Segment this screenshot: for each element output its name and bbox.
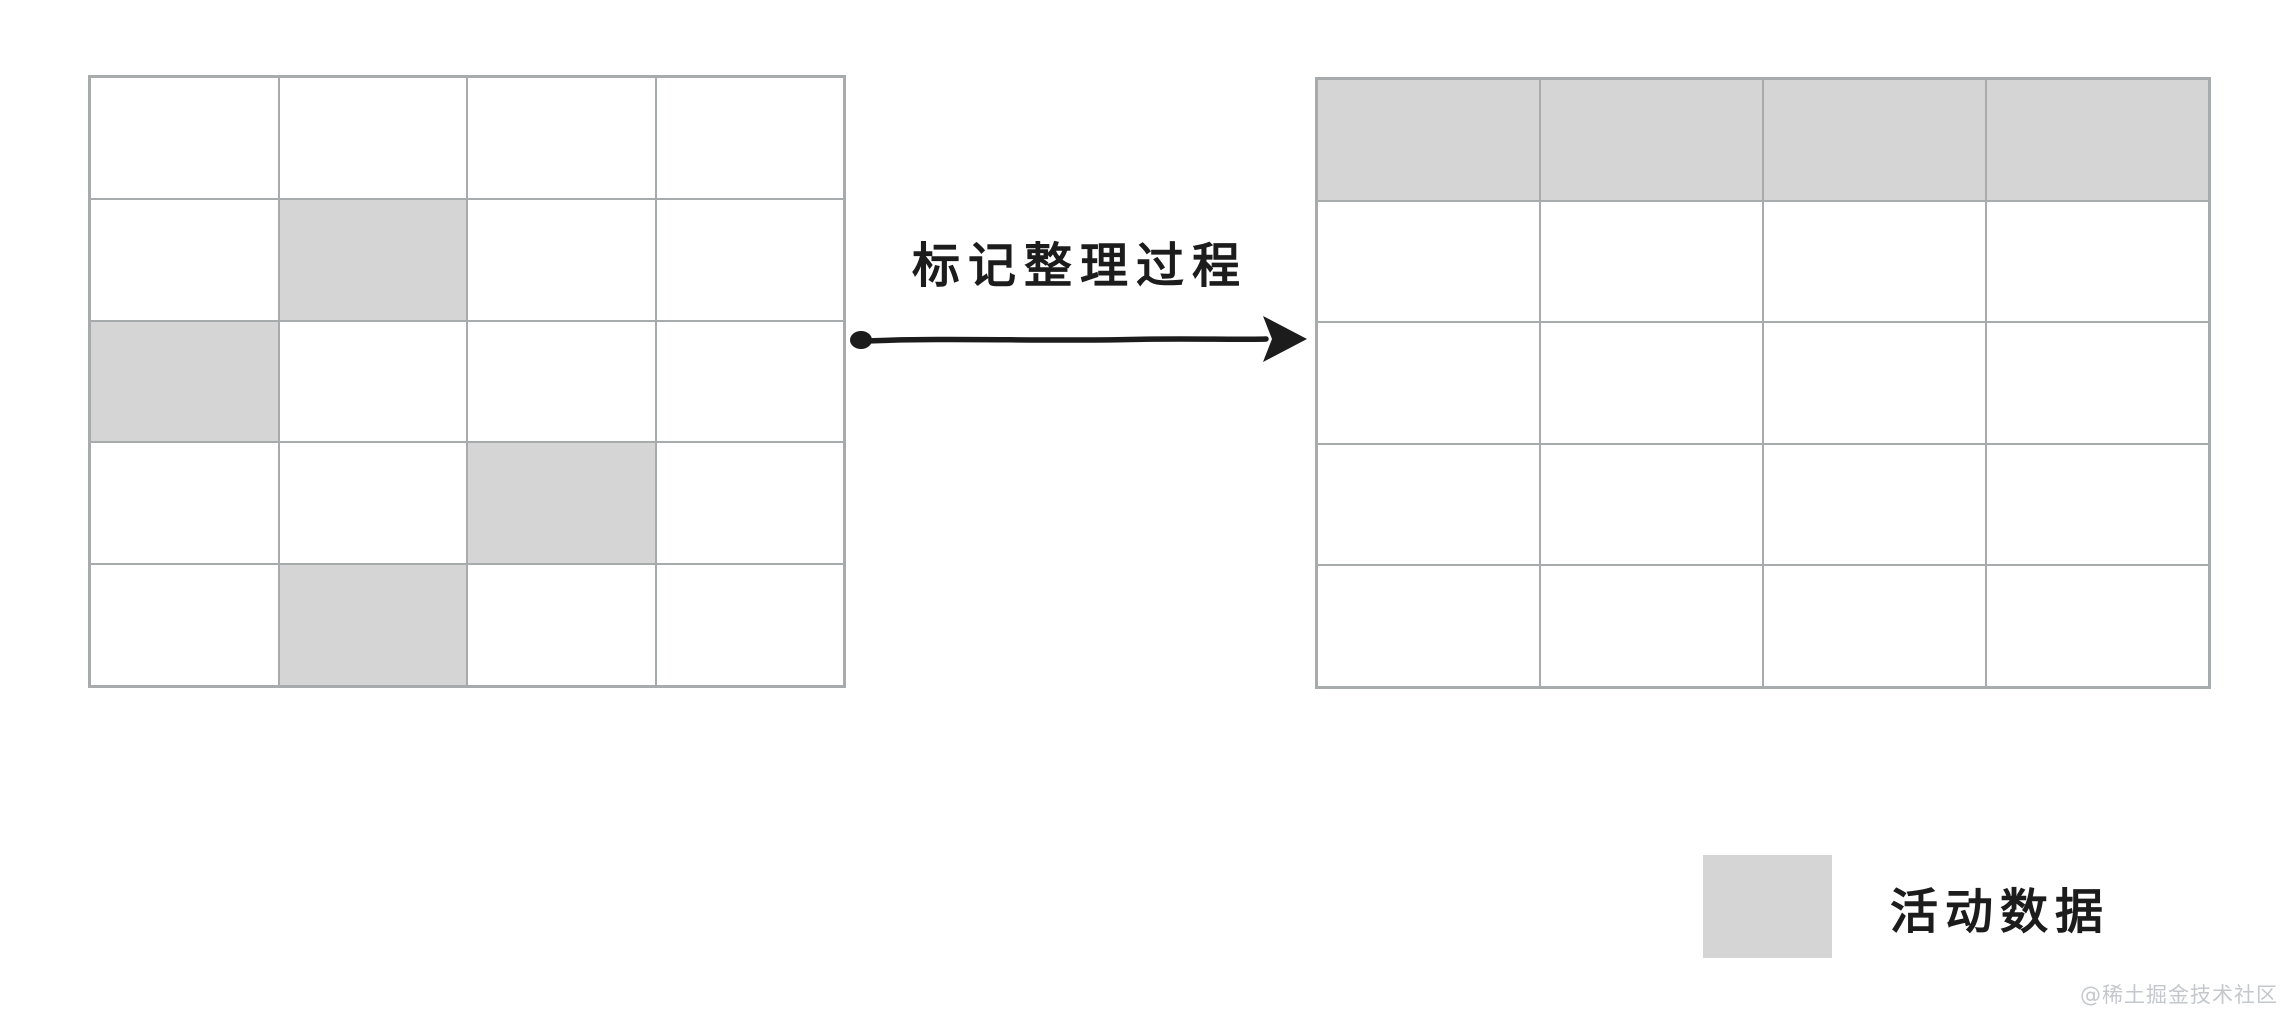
free-memory-cell [90, 77, 279, 199]
heap-grid-before [88, 75, 846, 688]
active-data-cell [1540, 79, 1763, 201]
free-memory-cell [467, 77, 656, 199]
free-memory-cell [1540, 322, 1763, 444]
free-memory-cell [655, 198, 844, 321]
free-memory-cell [90, 198, 279, 321]
arrow-start-dot [850, 331, 872, 349]
active-data-cell [90, 320, 279, 443]
legend: 活动数据 [1703, 855, 2110, 958]
free-memory-cell [467, 564, 656, 686]
watermark: @稀土掘金技术社区 [2080, 983, 2278, 1007]
free-memory-cell [655, 442, 844, 565]
free-memory-cell [1540, 565, 1763, 687]
free-memory-cell [1317, 443, 1540, 566]
free-memory-cell [1763, 565, 1986, 687]
active-data-cell [467, 442, 656, 565]
free-memory-cell [1317, 565, 1540, 687]
process-arrow [850, 316, 1307, 362]
free-memory-cell [655, 77, 844, 199]
active-data-cell [1986, 79, 2209, 201]
free-memory-cell [1986, 565, 2209, 687]
free-memory-cell [278, 442, 467, 565]
legend-active-data-swatch [1703, 855, 1832, 958]
process-arrow-label: 标记整理过程 [911, 238, 1248, 294]
free-memory-cell [467, 198, 656, 321]
free-memory-cell [467, 320, 656, 443]
free-memory-cell [1763, 322, 1986, 444]
free-memory-cell [655, 320, 844, 443]
arrow-shaft [863, 336, 1269, 344]
free-memory-cell [1540, 443, 1763, 566]
free-memory-cell [278, 320, 467, 443]
legend-label: 活动数据 [1890, 883, 2111, 940]
free-memory-cell [90, 564, 279, 686]
free-memory-cell [1763, 200, 1986, 323]
free-memory-cell [1317, 322, 1540, 444]
active-data-cell [1763, 79, 1986, 201]
free-memory-cell [1986, 322, 2209, 444]
free-memory-cell [1986, 443, 2209, 566]
free-memory-cell [655, 564, 844, 686]
free-memory-cell [1540, 200, 1763, 323]
free-memory-cell [1763, 443, 1986, 566]
free-memory-cell [278, 77, 467, 199]
arrowhead-icon [1263, 316, 1307, 362]
free-memory-cell [90, 442, 279, 565]
active-data-cell [278, 198, 467, 321]
active-data-cell [1317, 79, 1540, 201]
free-memory-cell [1986, 200, 2209, 323]
heap-grid-after [1315, 77, 2211, 689]
active-data-cell [278, 564, 467, 686]
free-memory-cell [1317, 200, 1540, 323]
